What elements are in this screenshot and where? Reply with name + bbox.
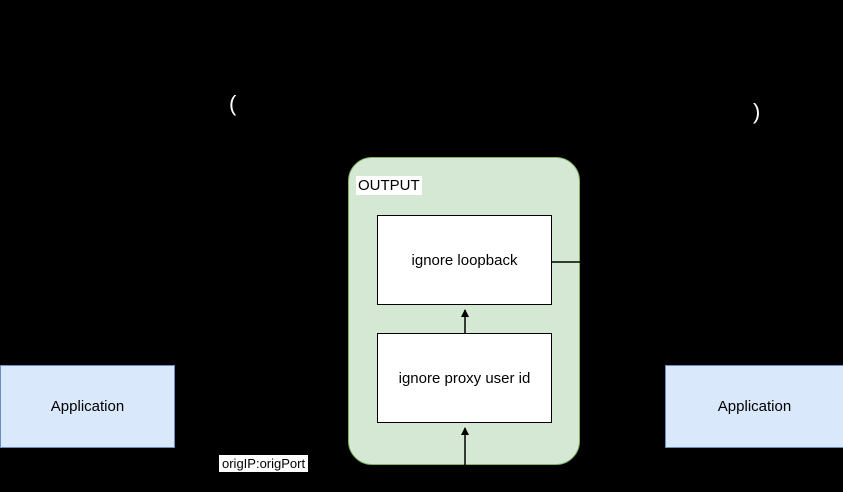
application-label: Application — [50, 398, 125, 415]
open-paren-annotation: ( — [229, 91, 237, 116]
rule-label: ignore loopback — [411, 251, 518, 269]
orig-ip-port-label: origIP:origPort — [219, 455, 309, 472]
close-paren-annotation: ) — [753, 99, 761, 124]
application-box-left: Application — [0, 365, 175, 448]
application-label: Application — [717, 398, 792, 415]
rule-label: ignore proxy user id — [398, 369, 531, 387]
application-box-right: Application — [665, 365, 843, 448]
rule-ignore-proxy-user-id: ignore proxy user id — [377, 333, 552, 423]
rule-ignore-loopback: ignore loopback — [377, 215, 552, 305]
output-chain-title: OUTPUT — [356, 176, 422, 195]
